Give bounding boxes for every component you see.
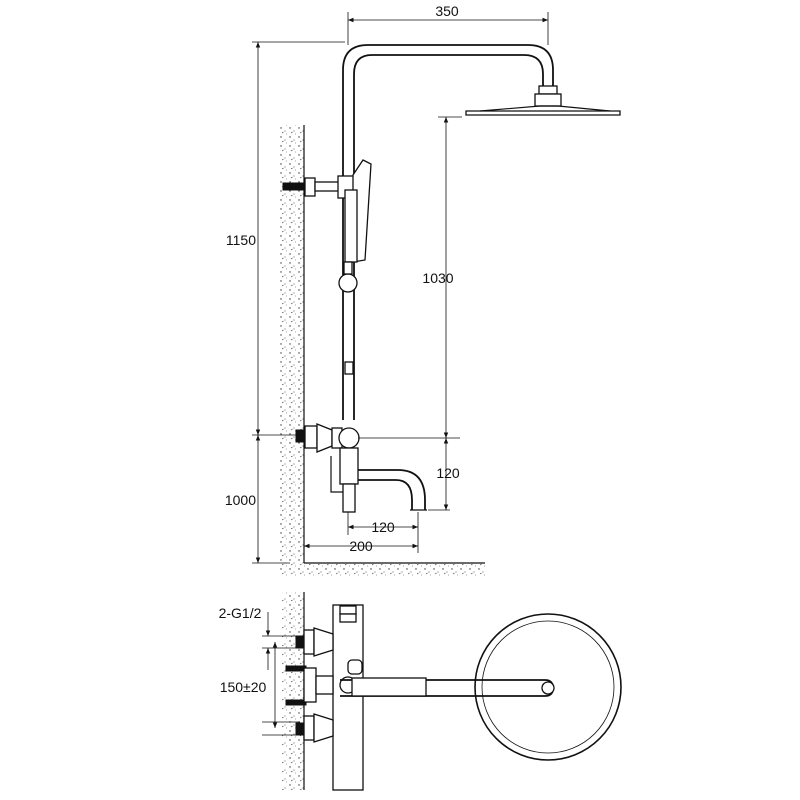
overhead-arm-plan: [340, 677, 555, 697]
wall-section-plan: [282, 592, 305, 790]
slider-joint: [338, 261, 358, 375]
bath-spout: [358, 469, 427, 511]
dim-label-200: 200: [349, 538, 373, 554]
thermostatic-mixer-plan: [285, 604, 364, 791]
dim-label-350: 350: [435, 3, 459, 19]
dimension-inlet-thread: 2-G1/2: [219, 605, 300, 736]
dim-label-inlet-spacing: 150±20: [220, 679, 267, 695]
dimension-valve-height: 1000: [225, 435, 290, 564]
plan-view: 2-G1/2 150±20: [219, 592, 622, 791]
dimension-width-top: 350: [347, 3, 549, 45]
dim-label-120-vertical: 120: [436, 465, 460, 481]
dim-label-1150: 1150: [226, 232, 256, 248]
dim-label-1000: 1000: [225, 492, 256, 508]
dimension-inlet-spacing: 150±20: [220, 642, 278, 728]
dimension-total-height: 1150: [226, 41, 345, 436]
dimension-head-to-valve: 1030: [358, 116, 462, 439]
overhead-shower-head-plan: [474, 613, 622, 761]
dimension-spout-reach: 120: [347, 512, 419, 535]
hand-shower: [344, 159, 372, 263]
shower-riser-pipe: [342, 44, 554, 420]
dimension-valve-to-spout: 120: [428, 438, 460, 511]
overhead-shower-head-side: [465, 85, 621, 116]
dimension-spout-projection: 200: [304, 535, 419, 554]
wall-section: [280, 125, 485, 577]
dim-label-inlet-thread: 2-G1/2: [219, 605, 262, 621]
thermostatic-mixer-side: [295, 423, 360, 513]
dim-label-120-horizontal: 120: [371, 519, 395, 535]
side-elevation-view: 350 1150 1000 1030 120: [225, 3, 621, 577]
dim-label-1030: 1030: [422, 270, 453, 286]
